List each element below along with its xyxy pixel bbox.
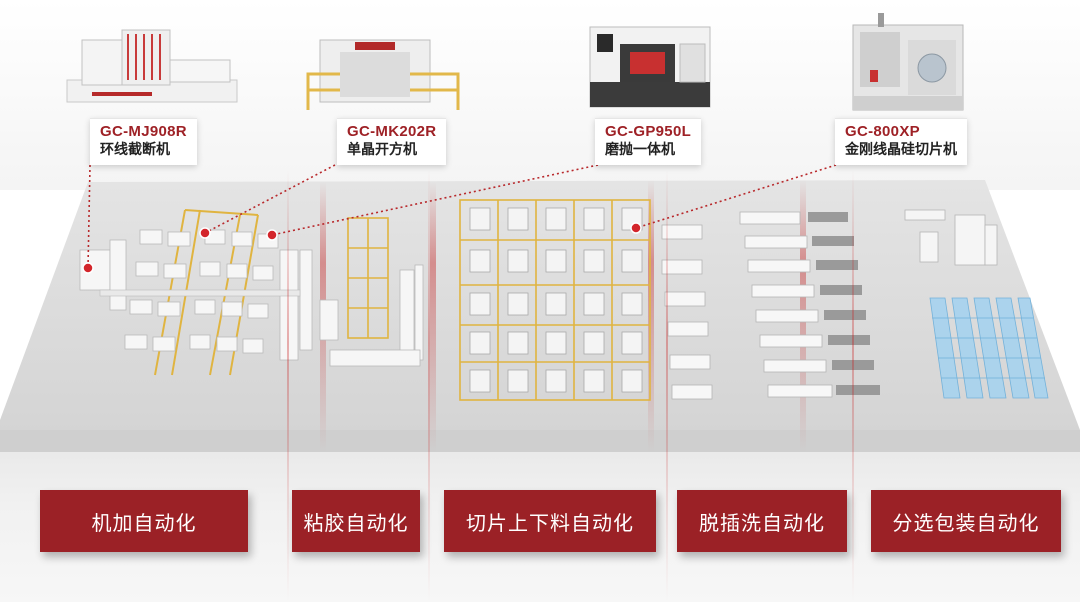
- separator-2: [430, 182, 436, 452]
- machine-image-gp950l: [589, 26, 711, 108]
- marker-3: [266, 229, 278, 241]
- machine-name: 环线截断机: [100, 141, 170, 158]
- machine-model: GC-GP950L: [605, 123, 692, 140]
- zone-slicing-equipment: [459, 199, 651, 401]
- marker-2: [199, 227, 211, 239]
- machine-model: GC-MK202R: [347, 123, 437, 140]
- connector-line-1: [87, 164, 91, 269]
- zone-machining-equipment: [79, 209, 313, 376]
- marker-4: [630, 222, 642, 234]
- zone-divider-2: [428, 170, 430, 602]
- category-degluing-cleaning[interactable]: 脱插洗自动化: [677, 490, 847, 552]
- category-slicing-loading[interactable]: 切片上下料自动化: [444, 490, 656, 552]
- zone-cleaning-equipment: [661, 211, 880, 400]
- machine-model: GC-800XP: [845, 123, 920, 140]
- separator-3: [648, 180, 654, 452]
- zone-gluing-equipment: [319, 217, 424, 367]
- zone-packaging-equipment: [904, 209, 1049, 399]
- connector-lines: [87, 164, 837, 269]
- zone-divider-4: [852, 170, 854, 602]
- zone-divider-3: [666, 170, 668, 602]
- marker-1: [82, 262, 94, 274]
- machine-name: 磨抛一体机: [605, 141, 675, 158]
- connector-line-3: [271, 164, 599, 236]
- machine-model: GC-MJ908R: [100, 123, 187, 140]
- machine-name: 单晶开方机: [347, 141, 417, 158]
- category-gluing[interactable]: 粘胶自动化: [292, 490, 420, 552]
- machine-image-mk202r: [306, 39, 460, 110]
- machine-label-3: GC-GP950L 磨抛一体机: [595, 118, 702, 166]
- category-sorting-packaging[interactable]: 分选包装自动化: [871, 490, 1061, 552]
- category-machining[interactable]: 机加自动化: [40, 490, 248, 552]
- machine-name: 金刚线晶硅切片机: [845, 141, 957, 158]
- floor-edge: [0, 430, 1080, 452]
- machine-image-mj908r: [66, 29, 238, 103]
- machine-image-800xp: [852, 13, 964, 111]
- zone-divider-1: [287, 170, 289, 602]
- machine-label-4: GC-800XP 金刚线晶硅切片机: [835, 118, 967, 166]
- location-markers: [82, 222, 642, 274]
- machine-label-1: GC-MJ908R 环线截断机: [90, 118, 197, 166]
- machine-label-2: GC-MK202R 单晶开方机: [337, 118, 447, 166]
